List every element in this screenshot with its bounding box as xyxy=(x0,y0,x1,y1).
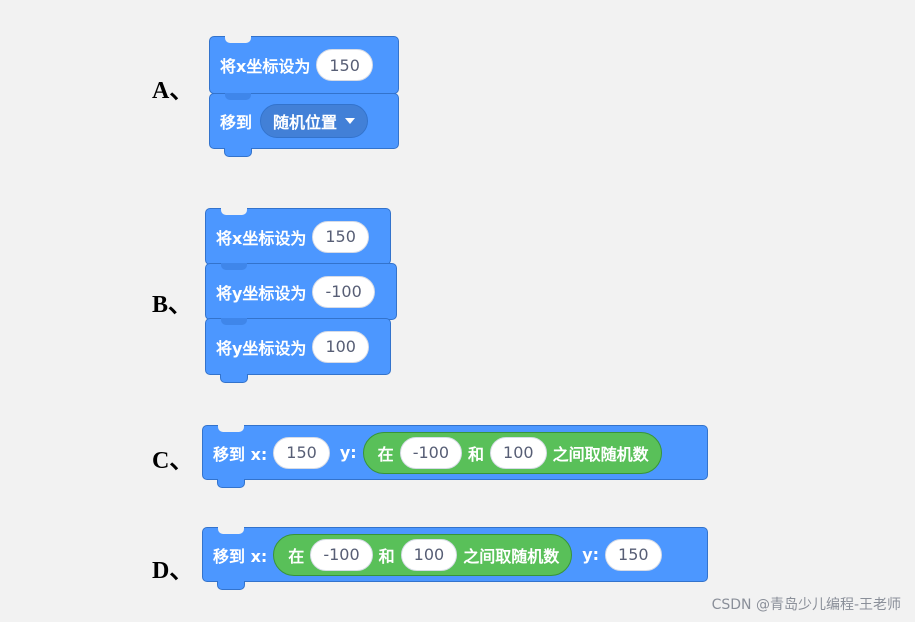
random-suffix-label: 之间取随机数 xyxy=(552,444,649,464)
random-min-input[interactable]: -100 xyxy=(399,436,462,469)
go-to-xy-block[interactable]: 移到 x: 150 y: 在 -100 和 100 之间取随机数 xyxy=(202,425,708,488)
block-notch xyxy=(218,425,244,432)
y-value-input[interactable]: 100 xyxy=(312,330,369,363)
option-c-label: C、 xyxy=(152,448,194,474)
random-and-label: 和 xyxy=(468,444,485,464)
x-value-input[interactable]: 150 xyxy=(312,220,369,253)
dropdown-label: 随机位置 xyxy=(273,113,338,132)
block-notch xyxy=(218,527,244,534)
set-x-block[interactable]: 将x坐标设为 150 xyxy=(209,36,399,102)
block-notch xyxy=(225,36,251,43)
random-suffix-label: 之间取随机数 xyxy=(463,546,560,566)
option-d-label: D、 xyxy=(152,558,194,584)
go-to-block[interactable]: 移到 随机位置 xyxy=(209,93,399,157)
random-max-input[interactable]: 100 xyxy=(490,436,547,469)
y-label: y: xyxy=(339,443,357,462)
set-x-label: 将x坐标设为 xyxy=(220,57,311,76)
random-min-input[interactable]: -100 xyxy=(310,538,373,571)
watermark: CSDN @青岛少儿编程-王老师 xyxy=(711,597,901,613)
set-y-label: 将y坐标设为 xyxy=(216,283,307,303)
go-to-x-label: 移到 x: xyxy=(213,444,268,464)
block-notch xyxy=(221,318,247,325)
set-x-label: 将x坐标设为 xyxy=(216,228,307,248)
go-to-label: 移到 xyxy=(220,113,253,132)
random-and-label: 和 xyxy=(378,546,395,566)
random-in-label: 在 xyxy=(288,546,305,566)
set-y-block[interactable]: 将y坐标设为 100 xyxy=(205,318,391,383)
random-max-input[interactable]: 100 xyxy=(400,538,458,571)
y-value-input[interactable]: -100 xyxy=(312,275,375,308)
chevron-down-icon xyxy=(345,118,356,124)
x-value-input[interactable]: 150 xyxy=(273,436,330,469)
pick-random-reporter[interactable]: 在 -100 和 100 之间取随机数 xyxy=(273,533,573,576)
option-a-label: A、 xyxy=(152,78,194,104)
x-value-input[interactable]: 150 xyxy=(316,49,373,81)
option-b-label: B、 xyxy=(152,292,193,318)
go-to-x-label: 移到 x: xyxy=(213,546,268,566)
pick-random-reporter[interactable]: 在 -100 和 100 之间取随机数 xyxy=(362,431,662,474)
go-to-xy-block[interactable]: 移到 x: 在 -100 和 100 之间取随机数 y: 150 xyxy=(202,527,708,590)
set-x-block[interactable]: 将x坐标设为 150 xyxy=(205,208,391,273)
block-notch xyxy=(221,263,247,270)
set-y-block[interactable]: 将y坐标设为 -100 xyxy=(205,263,397,328)
random-position-dropdown[interactable]: 随机位置 xyxy=(260,104,369,138)
block-notch xyxy=(221,208,247,215)
y-value-input[interactable]: 150 xyxy=(605,538,662,571)
set-y-label: 将y坐标设为 xyxy=(216,338,307,358)
y-label: y: xyxy=(582,545,600,564)
random-in-label: 在 xyxy=(377,444,394,464)
block-notch xyxy=(225,93,251,100)
